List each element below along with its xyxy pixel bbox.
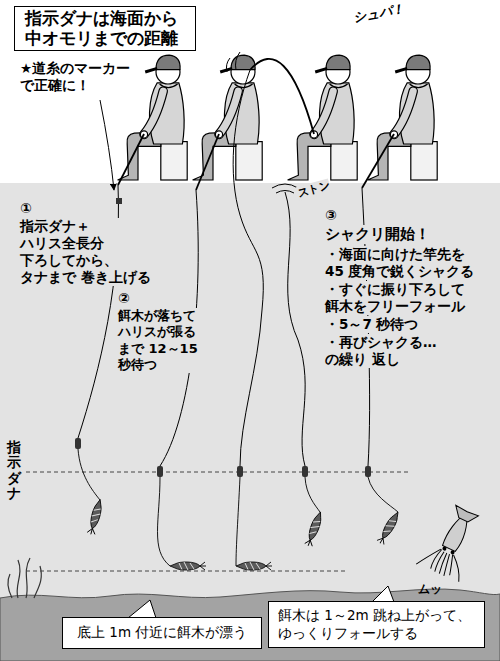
sinker: [365, 466, 371, 477]
egi-rising: [376, 510, 401, 545]
step-number: ②: [118, 290, 130, 308]
box-text: 餌木は 1～2m 跳ね上がって、 ゆっくりフォールする: [278, 607, 475, 642]
box-text: 指示ダナは海面から 中オモリまでの距離: [25, 9, 185, 48]
step-bullet: ・海面に向けた竿先を 45 度角で鋭くシャクる: [325, 246, 476, 280]
fishing-rod: [362, 134, 394, 188]
water-splash: [272, 184, 298, 193]
sinker: [157, 466, 163, 477]
egi-rising: [304, 511, 324, 548]
step-bullet: ・5～7 秒待つ: [325, 316, 476, 333]
callout-pointer: [372, 586, 394, 602]
depth-label: 指示ダナ: [7, 440, 21, 502]
line-marker: [116, 198, 122, 204]
leader-line: [158, 477, 171, 566]
sinker: [75, 438, 81, 449]
sinker: [237, 466, 243, 477]
step-number: ①: [20, 200, 32, 218]
leader-arrow: [100, 100, 114, 190]
squid: [416, 501, 487, 584]
angler-3: [288, 55, 358, 180]
egi-hanging: [87, 498, 104, 535]
box-text: 底上 1m 付近に餌木が漂う: [77, 624, 247, 642]
leader-line: [236, 477, 240, 566]
sea-bottom: [0, 589, 500, 661]
definition-box: 指示ダナは海面から 中オモリまでの距離: [14, 6, 196, 51]
egi-drifting: [236, 562, 272, 570]
main-line-slack: [285, 192, 305, 466]
sound-effect: シュパ！: [352, 1, 406, 26]
step-number: ③: [325, 207, 337, 225]
step-note: 餌木が落ちて ハリスが張る まで 12～15 秒待つ: [118, 308, 200, 373]
step-bullet: ・再びシャクる…の繰り 返し: [325, 334, 476, 368]
angler-2: [193, 55, 263, 180]
marker-note: ★道糸のマーカー で正確に！: [20, 60, 133, 94]
callout-pointer: [128, 600, 156, 618]
leader-line: [368, 477, 398, 512]
egi-drifting: [170, 562, 206, 570]
motion-lines: [226, 52, 240, 72]
step-heading: シャクリ開始！: [325, 225, 430, 244]
fishing-rod-raised: [250, 59, 314, 134]
leader-line: [305, 477, 320, 512]
seaweed: [8, 558, 41, 598]
seabed-note-box: 底上 1m 付近に餌木が漂う: [62, 617, 262, 649]
squid-voice: ムッ: [418, 582, 442, 597]
fishing-rod: [118, 134, 144, 185]
sinker: [302, 466, 308, 477]
sea-water: [0, 183, 500, 661]
bottom-offset-line: [26, 571, 345, 572]
step-bullet: ・すぐに振り下ろして 餌木をフリーフォール: [325, 281, 476, 315]
step-note: 指示ダナ＋ハリス全長分 下ろしてから、タナまで 巻き上げる: [20, 218, 171, 286]
jig-motion-box: 餌木は 1～2m 跳ね上がって、 ゆっくりフォールする: [268, 601, 485, 648]
leader-line: [78, 449, 100, 500]
fishing-rod: [196, 134, 219, 190]
main-line-slack: [233, 70, 263, 466]
